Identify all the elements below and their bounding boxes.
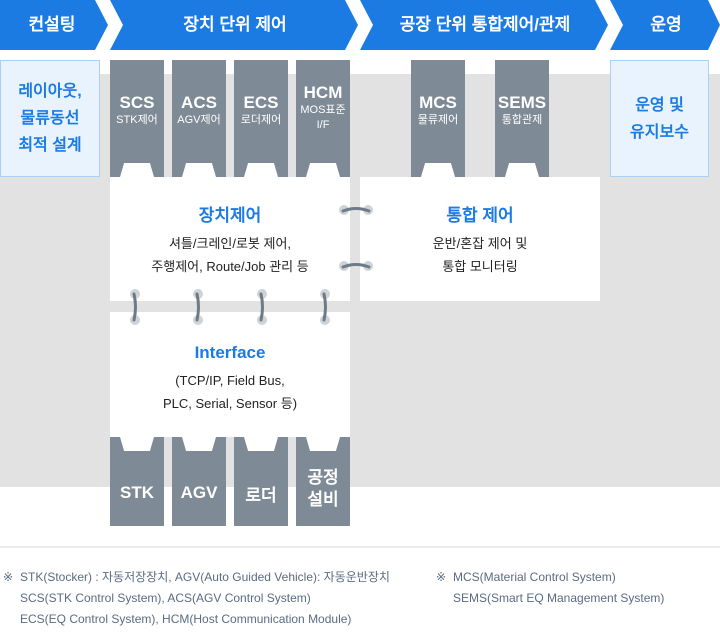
note-line: SCS(STK Control System), ACS(AGV Control… (20, 591, 311, 605)
tab-abbr: SCS (119, 93, 155, 112)
tab-stk: STK (110, 437, 164, 526)
tab-sub: 로더제어 (240, 114, 282, 126)
tab-abbr: 공정 (307, 468, 339, 487)
note-line: SEMS(Smart EQ Management System) (453, 591, 665, 605)
consulting-line: 최적 설계 (18, 137, 82, 154)
device-control-card: 장치제어 셔틀/크레인/로봇 제어, 주행제어, Route/Job 관리 등 (110, 177, 350, 301)
card-title: Interface (194, 343, 266, 362)
binder-ring-vertical (320, 289, 330, 325)
tab-notch (505, 163, 539, 177)
tab-abbr: AGV (180, 483, 218, 502)
tab-sub: I/F (316, 119, 330, 131)
binder-ring-horizontal (339, 205, 373, 215)
card-desc: 셔틀/크레인/로봇 제어, (168, 236, 292, 251)
tab-notch (120, 163, 154, 177)
footer-divider (0, 546, 720, 548)
binder-ring-vertical (193, 289, 203, 325)
card-title: 통합 제어 (446, 206, 514, 225)
chevron-consulting (0, 0, 108, 50)
process-header: 컨설팅 장치 단위 제어 공장 단위 통합제어/관제 운영 (0, 0, 720, 50)
tab-abbr: SEMS (497, 93, 547, 112)
reference-mark: ※ (436, 570, 447, 584)
step-operation: 운영 (650, 15, 682, 34)
tab-sems: SEMS 통합관제 (495, 60, 549, 177)
tab-notch (306, 437, 340, 451)
tab-abbr: MCS (419, 93, 457, 112)
tab-process-equipment: 공정 설비 (296, 437, 350, 526)
tab-notch (421, 163, 455, 177)
tab-notch (120, 437, 154, 451)
tab-abbr: 로더 (245, 486, 277, 505)
binder-ring-vertical (130, 289, 140, 325)
tab-sub: STK제어 (116, 114, 158, 126)
tab-sub: AGV제어 (177, 114, 221, 126)
tab-sub: 통합관제 (501, 114, 543, 126)
consulting-box: 레이아웃, 물류동선 최적 설계 (0, 60, 100, 177)
tab-sub: MOS표준 (300, 104, 346, 116)
step-factory-control: 공장 단위 통합제어/관제 (399, 15, 571, 34)
tab-scs: SCS STK제어 (110, 60, 164, 177)
card-desc: (TCP/IP, Field Bus, (175, 373, 285, 388)
tab-hcm: HCM MOS표준 I/F (296, 60, 350, 177)
step-consulting: 컨설팅 (28, 15, 76, 34)
operation-box: 운영 및 유지보수 (610, 60, 709, 177)
process-chevrons (0, 0, 720, 50)
consulting-line: 물류동선 (20, 110, 80, 127)
chevron-factory-control (360, 0, 608, 50)
tab-notch (182, 437, 216, 451)
integrated-control-card: 통합 제어 운반/혼잡 제어 및 통합 모니터링 (360, 177, 600, 301)
chevron-operation (610, 0, 720, 50)
tab-notch (244, 437, 278, 451)
tab-notch (306, 163, 340, 177)
tab-acs: ACS AGV제어 (172, 60, 226, 177)
card-desc: 운반/혼잡 제어 및 (432, 236, 528, 251)
tab-notch (182, 163, 216, 177)
reference-mark: ※ (3, 570, 14, 584)
card-desc: 주행제어, Route/Job 관리 등 (151, 259, 309, 274)
tab-abbr: ACS (181, 93, 217, 112)
note-line: STK(Stocker) : 자동저장장치, AGV(Auto Guided V… (20, 570, 390, 584)
tab-notch (244, 163, 278, 177)
card-desc: PLC, Serial, Sensor 등) (162, 396, 298, 411)
interface-card: Interface (TCP/IP, Field Bus, PLC, Seria… (110, 312, 350, 437)
note-left: ※ STK(Stocker) : 자동저장장치, AGV(Auto Guided… (3, 567, 390, 630)
operation-line: 운영 및 (635, 96, 684, 114)
binder-ring-horizontal (339, 261, 373, 271)
tab-abbr: STK (120, 483, 154, 502)
tab-abbr: ECS (243, 93, 279, 112)
tab-ecs: ECS 로더제어 (234, 60, 288, 177)
binder-ring-vertical (257, 289, 267, 325)
tab-mcs: MCS 물류제어 (411, 60, 465, 177)
consulting-line: 레이아웃, (18, 83, 82, 100)
note-right: ※ MCS(Material Control System) SEMS(Smar… (436, 567, 664, 609)
tab-agv: AGV (172, 437, 226, 526)
note-line: ECS(EQ Control System), HCM(Host Communi… (20, 612, 352, 626)
step-device-control: 장치 단위 제어 (183, 15, 287, 34)
tab-sub: 물류제어 (417, 114, 459, 126)
card-desc: 통합 모니터링 (442, 259, 518, 274)
chevron-device-control (110, 0, 358, 50)
tab-abbr: 설비 (307, 490, 339, 509)
tab-abbr: HCM (303, 83, 343, 102)
card-title: 장치제어 (198, 206, 262, 225)
tab-loader: 로더 (234, 437, 288, 526)
note-line: MCS(Material Control System) (453, 570, 616, 584)
operation-line: 유지보수 (630, 123, 689, 141)
